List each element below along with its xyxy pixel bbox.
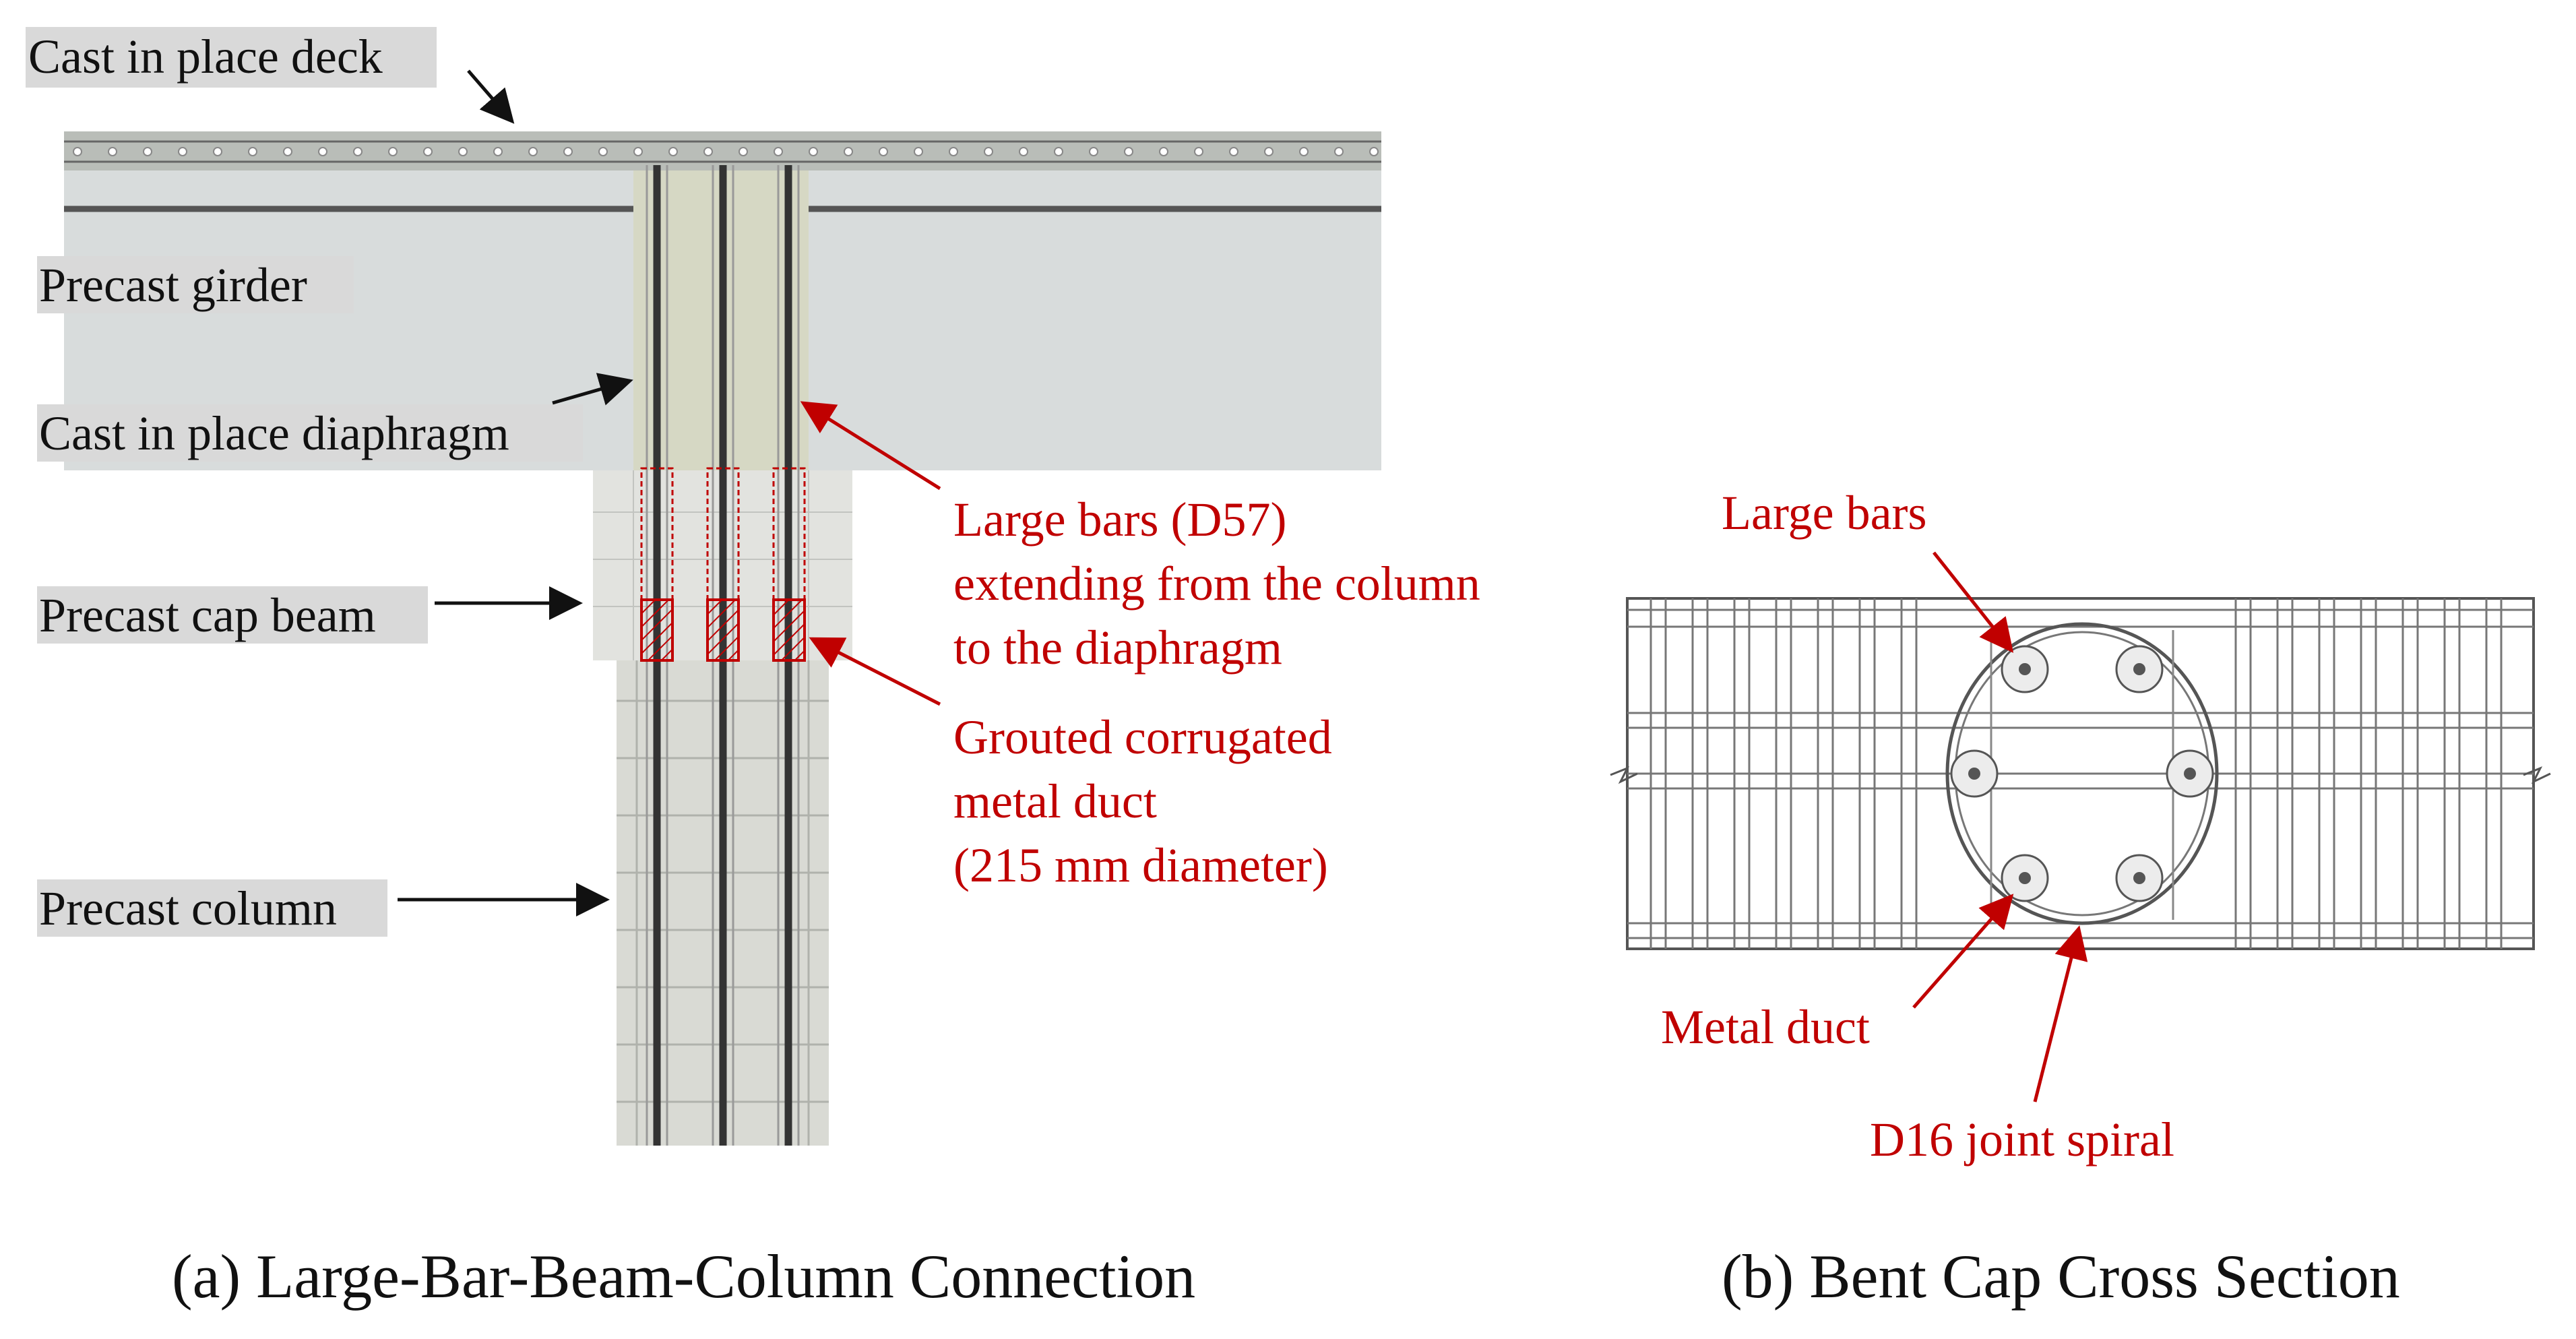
label-precast-column: Precast column	[39, 881, 337, 935]
panel-b-cross-section: Large bars Metal duct D16 joint spiral (…	[1610, 486, 2551, 1311]
arrow-metal-duct	[1912, 894, 2014, 1009]
label-precast-girder: Precast girder	[39, 258, 307, 312]
arrow-deck	[467, 69, 515, 124]
deck-rebar-dots	[73, 147, 1379, 156]
joint-spiral	[1945, 622, 2219, 925]
caption-a: (a) Large-Bar-Beam-Column Connection	[172, 1242, 1195, 1311]
arrow-large-bars-b	[1933, 551, 2014, 653]
arrow-d16-spiral	[2033, 925, 2088, 1102]
deck-slab	[64, 131, 1381, 170]
note-large-bars: Large bars (D57) extending from the colu…	[953, 493, 1493, 675]
note-grouted-duct: Grouted corrugated metal duct (215 mm di…	[953, 710, 1344, 892]
arrow-large-bars	[800, 401, 941, 491]
label-cast-in-place-deck: Cast in place deck	[28, 30, 383, 84]
metal-ducts	[640, 467, 806, 662]
label-metal-duct: Metal duct	[1661, 1000, 1870, 1054]
panel-a-elevation: Cast in place deck Precast girder Cast i…	[26, 27, 1493, 1311]
caption-b: (b) Bent Cap Cross Section	[1722, 1242, 2400, 1311]
arrow-grouted-duct	[809, 637, 941, 706]
label-large-bars: Large bars	[1722, 486, 1927, 540]
arrow-diaphragm	[552, 373, 633, 406]
label-d16-joint-spiral: D16 joint spiral	[1870, 1113, 2174, 1166]
label-precast-cap-beam: Precast cap beam	[39, 588, 376, 642]
label-cast-in-place-diaphragm: Cast in place diaphragm	[39, 406, 509, 460]
